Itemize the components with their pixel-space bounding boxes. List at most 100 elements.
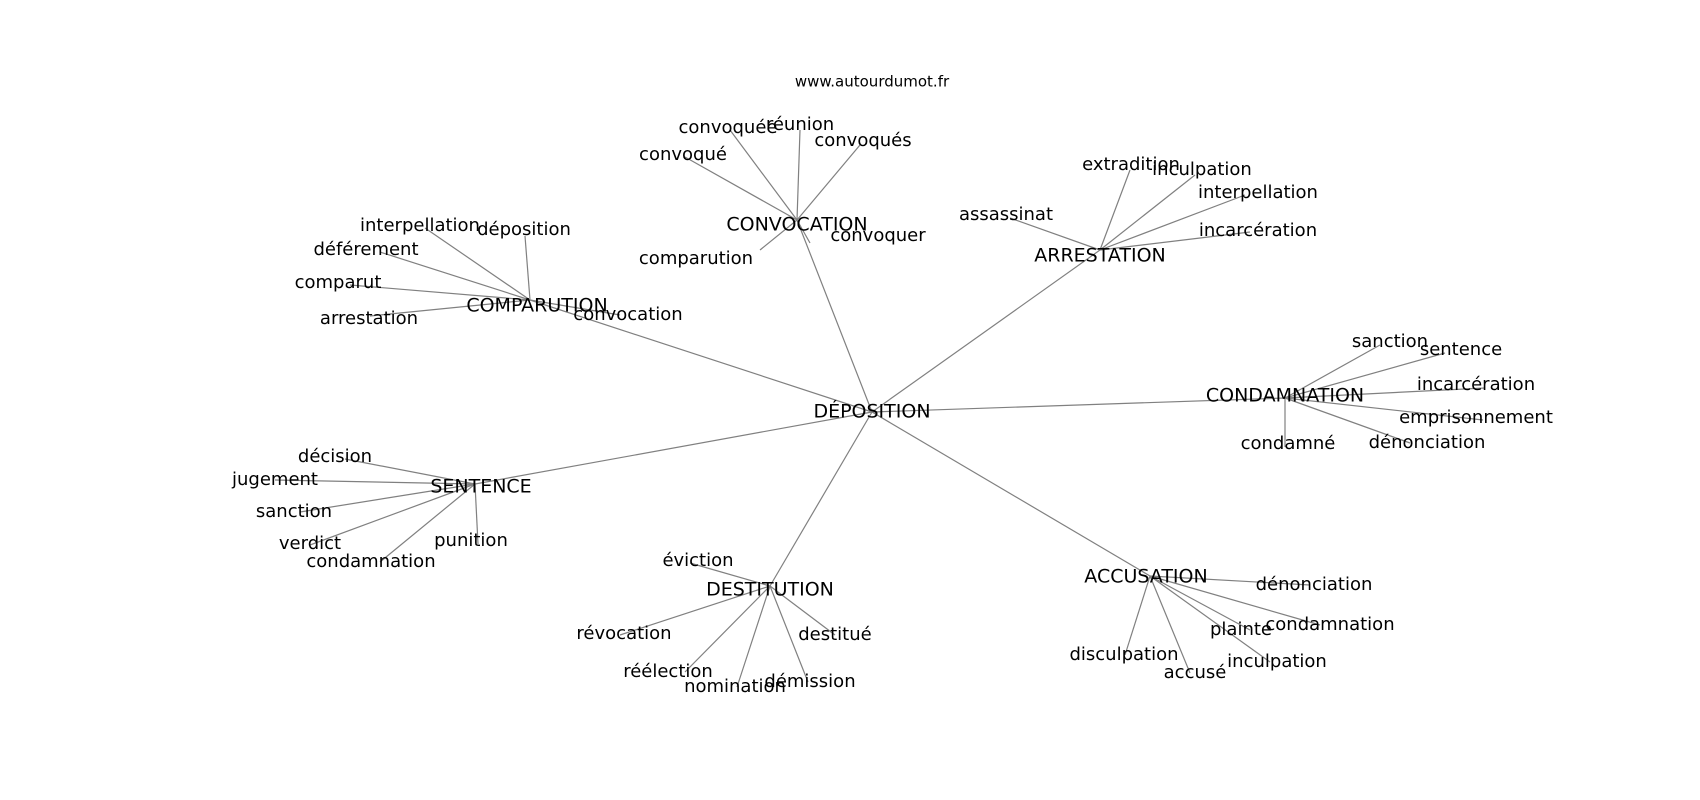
- group-node[interactable]: DESTITUTION: [706, 579, 834, 601]
- word-node[interactable]: inculpation: [1227, 651, 1327, 672]
- edge-4-4: [379, 483, 476, 563]
- edge-2-1: [1099, 174, 1196, 251]
- word-node[interactable]: interpellation: [1198, 182, 1318, 203]
- edge-3-5: [1284, 397, 1411, 444]
- edge-center-1: [529, 299, 873, 413]
- word-node[interactable]: révocation: [576, 623, 671, 644]
- word-node[interactable]: condamnation: [306, 551, 435, 572]
- word-node[interactable]: réélection: [623, 661, 713, 682]
- edge-5-0: [689, 562, 771, 587]
- edge-6-5: [1149, 575, 1191, 674]
- edge-1-3: [349, 284, 531, 301]
- word-node[interactable]: verdict: [279, 533, 341, 554]
- edge-2-3: [1009, 217, 1101, 251]
- word-node[interactable]: inculpation: [1152, 159, 1252, 180]
- word-node[interactable]: emprisonnement: [1399, 407, 1553, 428]
- word-node[interactable]: condamnation: [1265, 614, 1394, 635]
- edge-5-2: [769, 585, 836, 636]
- word-node[interactable]: convocation: [573, 304, 682, 325]
- edge-2-0: [1099, 169, 1131, 251]
- group-node[interactable]: CONVOCATION: [726, 214, 867, 236]
- word-node[interactable]: sanction: [1352, 331, 1428, 352]
- edge-0-1: [796, 129, 801, 221]
- edge-5-5: [769, 585, 809, 683]
- word-node[interactable]: arrestation: [320, 308, 418, 329]
- word-node[interactable]: convoquer: [830, 225, 926, 246]
- edge-3-3: [1284, 397, 1484, 421]
- word-node[interactable]: déposition: [477, 219, 571, 240]
- group-node[interactable]: ACCUSATION: [1084, 566, 1207, 588]
- edge-6-4: [1149, 575, 1271, 663]
- edge-4-0: [344, 458, 476, 485]
- edge-2-2: [1099, 194, 1246, 251]
- word-node[interactable]: destitué: [798, 624, 871, 645]
- edge-6-3: [1124, 575, 1151, 656]
- edge-5-3: [684, 585, 771, 673]
- edge-5-4: [736, 585, 771, 688]
- edge-4-3: [309, 483, 476, 546]
- word-node[interactable]: sanction: [256, 501, 332, 522]
- word-node[interactable]: comparution: [639, 248, 753, 269]
- edge-4-5: [474, 483, 479, 545]
- edge-6-1: [1149, 575, 1251, 631]
- edge-4-2: [299, 483, 476, 513]
- word-node[interactable]: comparut: [295, 272, 382, 293]
- word-node[interactable]: extradition: [1082, 154, 1180, 175]
- group-node[interactable]: ARRESTATION: [1034, 245, 1166, 267]
- edge-3-0: [1284, 344, 1381, 399]
- group-node[interactable]: COMPARUTION: [466, 295, 607, 317]
- word-node[interactable]: convoquée: [679, 117, 778, 138]
- center-node[interactable]: DÉPOSITION: [813, 400, 930, 423]
- word-node[interactable]: convoqués: [814, 130, 911, 151]
- word-node[interactable]: démission: [764, 671, 855, 692]
- word-node[interactable]: nomination: [684, 676, 786, 697]
- word-node[interactable]: condamné: [1241, 433, 1336, 454]
- edge-center-0: [796, 219, 873, 413]
- word-node[interactable]: dénonciation: [1256, 574, 1373, 595]
- edge-5-1: [619, 585, 771, 636]
- word-node[interactable]: sentence: [1420, 339, 1502, 360]
- word-node[interactable]: décision: [298, 446, 372, 467]
- word-node[interactable]: plainte: [1210, 619, 1272, 640]
- word-node[interactable]: déférement: [313, 239, 418, 260]
- word-node[interactable]: réunion: [766, 114, 834, 135]
- edge-0-4: [759, 219, 798, 251]
- edge-center-3: [871, 397, 1286, 413]
- edge-0-5: [796, 219, 811, 244]
- edge-6-0: [1149, 575, 1311, 586]
- word-node[interactable]: interpellation: [360, 215, 480, 236]
- edge-1-1: [524, 235, 531, 301]
- edge-1-4: [369, 299, 531, 317]
- edge-1-0: [424, 227, 531, 301]
- word-node[interactable]: assassinat: [959, 204, 1053, 225]
- edge-1-2: [379, 251, 531, 301]
- word-node[interactable]: convoqué: [639, 144, 727, 165]
- edge-3-1: [1284, 352, 1446, 399]
- word-node[interactable]: incarcération: [1199, 220, 1317, 241]
- site-label[interactable]: www.autourdumot.fr: [795, 73, 950, 91]
- group-node[interactable]: SENTENCE: [430, 476, 531, 498]
- word-node[interactable]: accusé: [1164, 662, 1227, 683]
- word-node[interactable]: dénonciation: [1369, 432, 1486, 453]
- edge-center-5: [769, 411, 873, 587]
- edge-center-6: [871, 411, 1151, 577]
- word-node[interactable]: éviction: [662, 550, 733, 571]
- graph-edges: [274, 129, 1486, 688]
- word-node[interactable]: disculpation: [1069, 644, 1178, 665]
- edge-3-2: [1284, 387, 1486, 399]
- edge-0-2: [796, 144, 861, 221]
- word-node[interactable]: incarcération: [1417, 374, 1535, 395]
- word-node[interactable]: punition: [434, 530, 508, 551]
- word-node[interactable]: jugement: [231, 469, 318, 490]
- group-node[interactable]: CONDAMNATION: [1206, 385, 1364, 407]
- edge-0-3: [684, 156, 798, 221]
- edge-6-2: [1149, 575, 1321, 626]
- edge-center-2: [871, 249, 1101, 413]
- edge-4-1: [274, 479, 476, 485]
- edge-0-0: [729, 129, 798, 221]
- edge-1-5: [529, 299, 621, 316]
- edge-center-4: [474, 411, 873, 485]
- edge-2-4: [1099, 231, 1251, 251]
